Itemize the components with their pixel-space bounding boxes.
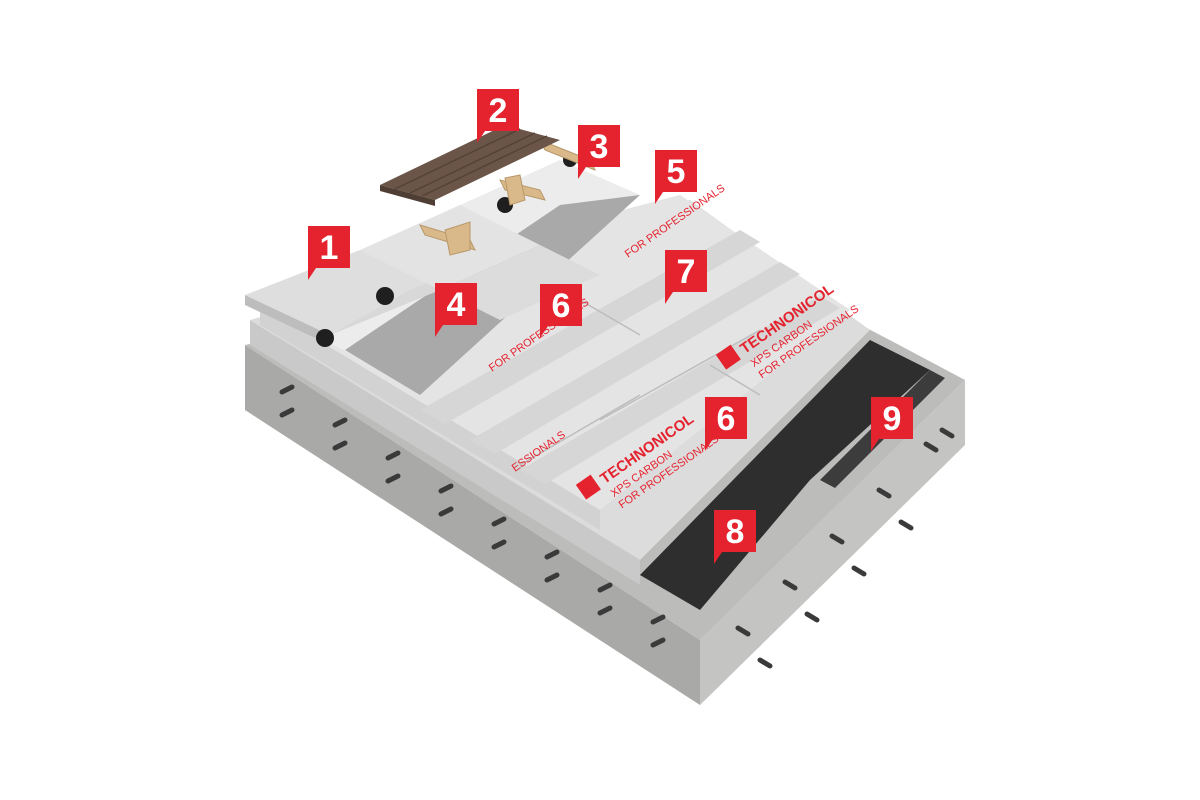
xps-bottom-left-face bbox=[250, 320, 640, 585]
deck-seam bbox=[394, 128, 521, 190]
tile-d bbox=[440, 245, 600, 320]
marker-flag bbox=[871, 397, 913, 451]
brand-logo-mark bbox=[575, 474, 601, 500]
rebar-ends-left bbox=[279, 384, 666, 648]
marker-flag bbox=[578, 125, 620, 179]
decking-boards bbox=[380, 125, 560, 200]
marker-4: 4 bbox=[435, 283, 477, 337]
slab-left-face bbox=[245, 345, 700, 705]
xps-step-3 bbox=[520, 296, 840, 484]
marker-flag bbox=[665, 250, 707, 304]
membrane-sheet bbox=[640, 340, 930, 610]
xps-board-seams bbox=[519, 299, 761, 466]
slab-right-face bbox=[700, 380, 965, 705]
marker-7: 7 bbox=[665, 250, 707, 304]
rebar-ends-right bbox=[735, 427, 955, 669]
marker-number: 6 bbox=[552, 287, 571, 325]
marker-number: 8 bbox=[726, 513, 745, 551]
marker-number: 5 bbox=[667, 153, 686, 191]
joist-5 bbox=[504, 174, 526, 206]
deck-seam bbox=[421, 135, 548, 197]
marker-3: 3 bbox=[578, 125, 620, 179]
marker-flag bbox=[435, 283, 477, 337]
marker-8: 8 bbox=[714, 510, 756, 564]
xps-mid-left-face bbox=[260, 305, 600, 530]
pedestal-support bbox=[376, 287, 394, 305]
marker-number: 9 bbox=[883, 400, 902, 438]
joist-4 bbox=[444, 221, 471, 256]
tile-a bbox=[245, 250, 440, 335]
marker-1: 1 bbox=[308, 226, 350, 280]
tile-edge bbox=[245, 295, 330, 345]
marker-flag bbox=[714, 510, 756, 564]
pedestal-support bbox=[316, 329, 334, 347]
marker-number: 3 bbox=[590, 128, 609, 166]
marker-number: 2 bbox=[489, 92, 508, 130]
marker-number: 1 bbox=[320, 229, 339, 267]
timber-joist-foreground bbox=[444, 174, 526, 256]
marker-2: 2 bbox=[477, 89, 519, 143]
marker-number: 6 bbox=[717, 400, 736, 438]
marker-6b: 6 bbox=[705, 397, 747, 451]
marker-flag bbox=[655, 150, 697, 204]
marker-6a: 6 bbox=[540, 284, 582, 338]
marker-5: 5 bbox=[655, 150, 697, 204]
layer-markers: 1 2 3 4 5 6 7 6 8 9 bbox=[308, 89, 913, 564]
marker-flag bbox=[477, 89, 519, 143]
marker-9: 9 bbox=[871, 397, 913, 451]
wood-decking bbox=[380, 125, 560, 206]
decking-edge bbox=[380, 185, 435, 206]
marker-flag bbox=[308, 226, 350, 280]
marker-number: 7 bbox=[677, 253, 696, 291]
marker-flag bbox=[705, 397, 747, 451]
deck-seam bbox=[409, 132, 536, 194]
xps-step-2 bbox=[470, 262, 800, 454]
brand-logo-mark-rear bbox=[715, 344, 741, 370]
marker-number: 4 bbox=[447, 286, 466, 324]
marker-flag bbox=[540, 284, 582, 338]
